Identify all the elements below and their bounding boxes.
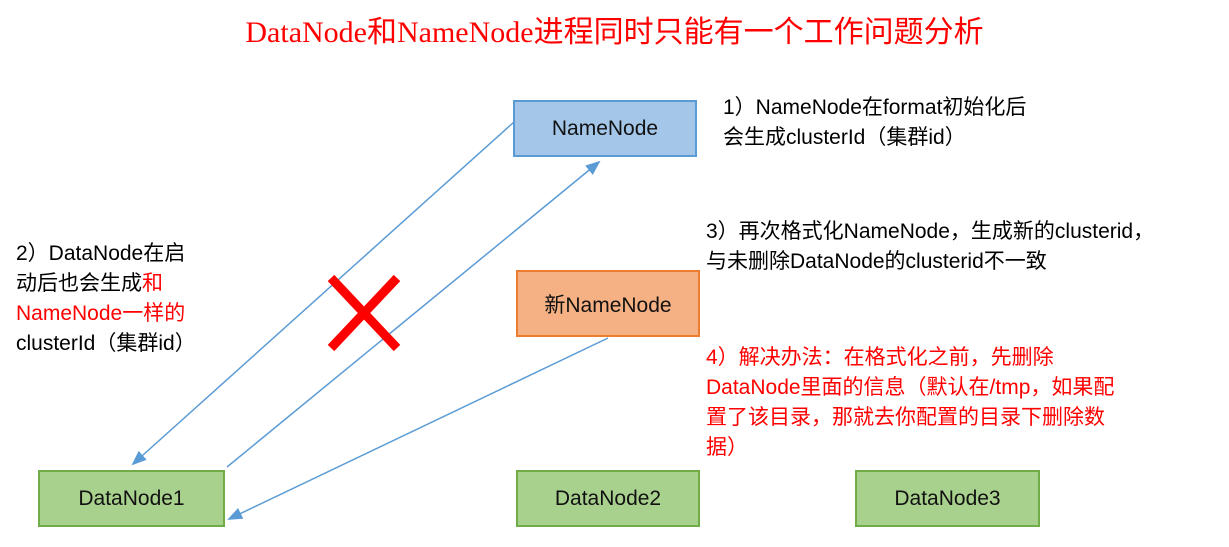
note-segment: 动后也会生成 <box>16 272 142 295</box>
note-line: NameNode一样的 <box>16 299 196 329</box>
note-segment: 2）DataNode在启 <box>16 242 186 265</box>
note-line: 据） <box>706 436 748 459</box>
note-line: 2）DataNode在启 <box>16 239 196 269</box>
note-line: 置了该目录，那就去你配置的目录下删除数 <box>706 406 1105 429</box>
node-datanode1-label: DataNode1 <box>78 486 185 510</box>
red-x-mark <box>327 274 401 352</box>
note-solution: 4）解决办法：在格式化之前，先删除 DataNode里面的信息（默认在/tmp，… <box>706 343 1114 463</box>
slide-title: DataNode和NameNode进程同时只能有一个工作问题分析 <box>245 16 984 49</box>
note-line: 1）NameNode在format初始化后 <box>723 96 1027 119</box>
note-segment: clusterId（集群id） <box>16 332 196 355</box>
note-line: 3）再次格式化NameNode，生成新的clusterid， <box>706 220 1155 243</box>
note-line: 与未删除DataNode的clusterid不一致 <box>706 250 1047 273</box>
note-line: clusterId（集群id） <box>16 329 196 359</box>
arrow-datanode1-to-namenode <box>226 160 601 468</box>
node-datanode2-label: DataNode2 <box>554 486 662 510</box>
arrow-namenode-to-datanode1 <box>131 121 515 466</box>
node-namenode-label: NameNode <box>551 116 659 140</box>
node-new-namenode-label: 新NameNode <box>544 293 672 317</box>
note-line: 会生成clusterId（集群id） <box>723 126 966 149</box>
node-new-namenode: 新NameNode <box>516 270 700 337</box>
node-datanode1: DataNode1 <box>38 470 225 527</box>
note-reformat-mismatch: 3）再次格式化NameNode，生成新的clusterid， 与未删除DataN… <box>706 217 1154 277</box>
node-datanode2: DataNode2 <box>516 470 700 527</box>
node-datanode3-label: DataNode3 <box>894 486 1001 510</box>
note-line: 4）解决办法：在格式化之前，先删除 <box>706 346 1054 369</box>
note-line: 动后也会生成和 <box>16 269 196 299</box>
note-segment-red: NameNode一样的 <box>16 302 186 325</box>
node-datanode3: DataNode3 <box>855 470 1040 527</box>
note-line: DataNode里面的信息（默认在/tmp，如果配 <box>706 376 1115 399</box>
node-namenode: NameNode <box>513 100 697 157</box>
arrow-newnamenode-to-datanode1 <box>227 337 609 520</box>
note-datanode-startup: 2）DataNode在启 动后也会生成和 NameNode一样的 cluster… <box>16 239 196 359</box>
note-namenode-format: 1）NameNode在format初始化后 会生成clusterId（集群id） <box>723 93 1026 153</box>
note-segment-red: 和 <box>142 272 163 295</box>
